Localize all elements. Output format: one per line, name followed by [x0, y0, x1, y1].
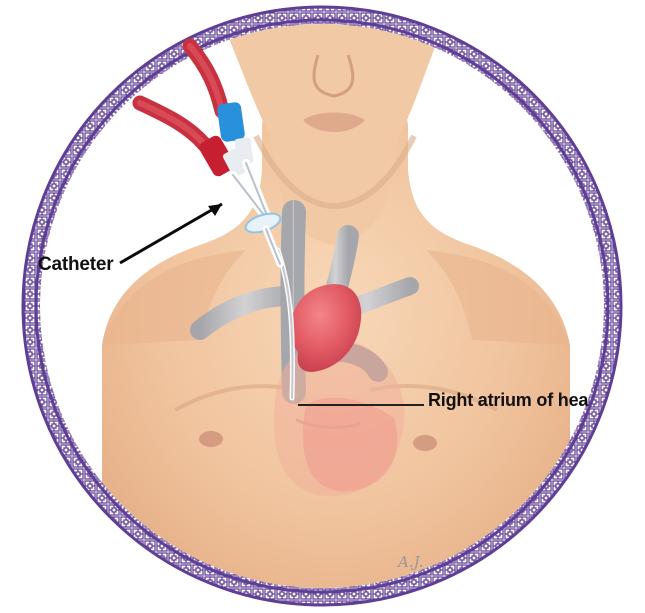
- right-atrium-label: Right atrium of hea: [428, 390, 588, 411]
- catheter-label: Catheter: [38, 254, 113, 276]
- artist-signature: A.J.: [398, 553, 423, 571]
- right-nipple: [413, 435, 437, 451]
- left-nipple: [199, 431, 223, 447]
